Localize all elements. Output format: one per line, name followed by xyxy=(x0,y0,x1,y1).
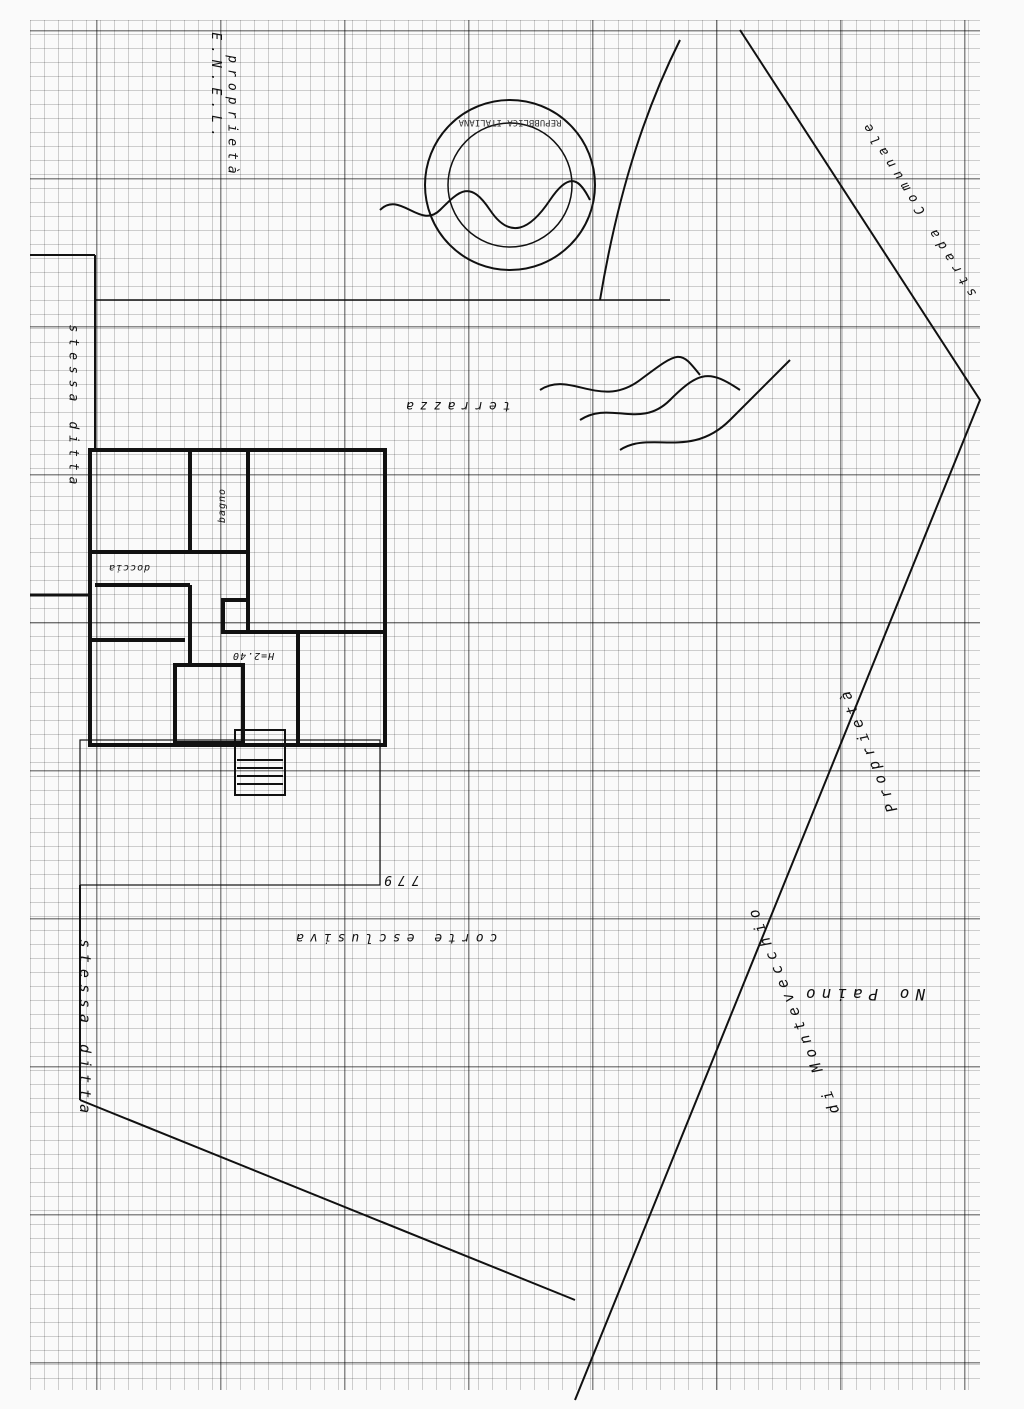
boundary-lower-left xyxy=(79,1099,576,1301)
label-no-paino: No Paino xyxy=(800,985,926,1004)
label-enel: E.N.E.L. xyxy=(207,32,223,143)
label-proprieta-top: proprietà xyxy=(224,55,240,180)
graph-paper-major-grid xyxy=(30,20,980,1390)
building-walls xyxy=(88,448,387,747)
label-stessa-ditta-top: stessa ditta xyxy=(65,324,81,491)
label-corte: corte esclusiva xyxy=(290,930,498,945)
stamp-text: REPUBBLICA ITALIANA xyxy=(458,117,562,127)
notary-stamp xyxy=(424,99,596,271)
property-boundary xyxy=(574,29,982,1401)
label-doccia: doccia xyxy=(108,562,151,573)
stairs xyxy=(234,729,286,796)
signature-notary xyxy=(379,39,681,301)
label-altezza: H=2.40 xyxy=(232,650,275,661)
label-terrazza: terrazza xyxy=(400,398,511,413)
label-particella: 779 xyxy=(378,872,420,887)
label-stessa-ditta-bottom: stessa ditta xyxy=(76,938,95,1120)
courtyard-outline xyxy=(79,739,381,886)
label-bagno: bagno xyxy=(217,487,229,524)
graph-paper-fine-grid xyxy=(30,20,980,1390)
signature-owners xyxy=(539,355,791,451)
